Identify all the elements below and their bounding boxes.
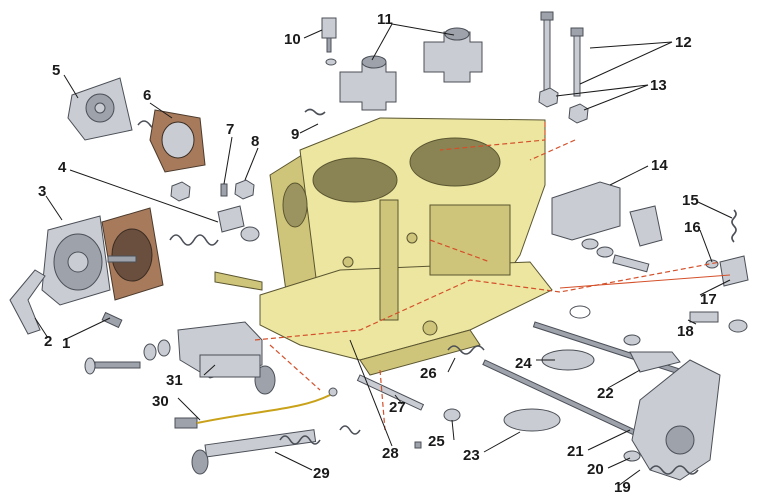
part-2-lever [9, 269, 46, 335]
callout-30: 30 [152, 393, 169, 410]
callout-23: 23 [463, 447, 480, 464]
callout-4: 4 [58, 159, 67, 176]
callout-24: 24 [515, 355, 532, 372]
carburetor-body [214, 117, 553, 376]
callout-labels: 1 2 3 4 5 6 7 8 9 10 11 12 13 14 15 16 1… [38, 11, 717, 496]
callout-6: 6 [143, 87, 151, 104]
part-18-screw [689, 311, 719, 323]
callout-15: 15 [682, 192, 699, 209]
callout-20: 20 [587, 461, 604, 478]
callout-3: 3 [38, 183, 46, 200]
part-14-bracket [551, 181, 621, 241]
part-22-lever [629, 351, 681, 373]
callout-18: 18 [677, 323, 694, 340]
leader-lines [34, 23, 733, 487]
part-26-spring [447, 345, 485, 355]
part-30-wire [174, 387, 338, 429]
part-11-bracket-left [339, 55, 397, 111]
callout-10: 10 [284, 31, 301, 48]
callout-7: 7 [226, 121, 234, 138]
callout-28: 28 [382, 445, 399, 462]
part-23-throttle-plate [503, 408, 561, 432]
part-13-jet-holders [538, 87, 589, 124]
callout-29: 29 [313, 465, 330, 482]
dashed-assembly-lines [254, 122, 731, 431]
part-29-screw-assembly [191, 425, 361, 475]
callout-8: 8 [251, 133, 259, 150]
callout-26: 26 [420, 365, 437, 382]
callout-13: 13 [650, 77, 667, 94]
part-19-throttle-lever [631, 359, 721, 481]
part-5-cover [67, 77, 133, 141]
callout-11: 11 [377, 11, 393, 28]
callout-2: 2 [44, 333, 52, 350]
callout-9: 9 [291, 126, 299, 143]
callout-17: 17 [700, 291, 717, 308]
part-10-valve [321, 17, 337, 39]
callout-16: 16 [684, 219, 701, 236]
part-17-clip [719, 255, 749, 287]
part-31-bracket [177, 321, 276, 395]
part-12-jets [540, 11, 584, 97]
callout-5: 5 [52, 62, 60, 79]
part-3-diaphragm-cover [41, 215, 111, 306]
part-11-bracket-right [423, 27, 483, 83]
part-27-screw [356, 374, 425, 411]
callout-25: 25 [428, 433, 445, 450]
callout-21: 21 [567, 443, 584, 460]
callout-27: 27 [389, 399, 406, 416]
callout-22: 22 [597, 385, 614, 402]
callout-14: 14 [651, 157, 668, 174]
callout-1: 1 [62, 335, 70, 352]
callout-19: 19 [614, 479, 631, 496]
callout-31: 31 [166, 372, 183, 389]
callout-12: 12 [675, 34, 692, 51]
